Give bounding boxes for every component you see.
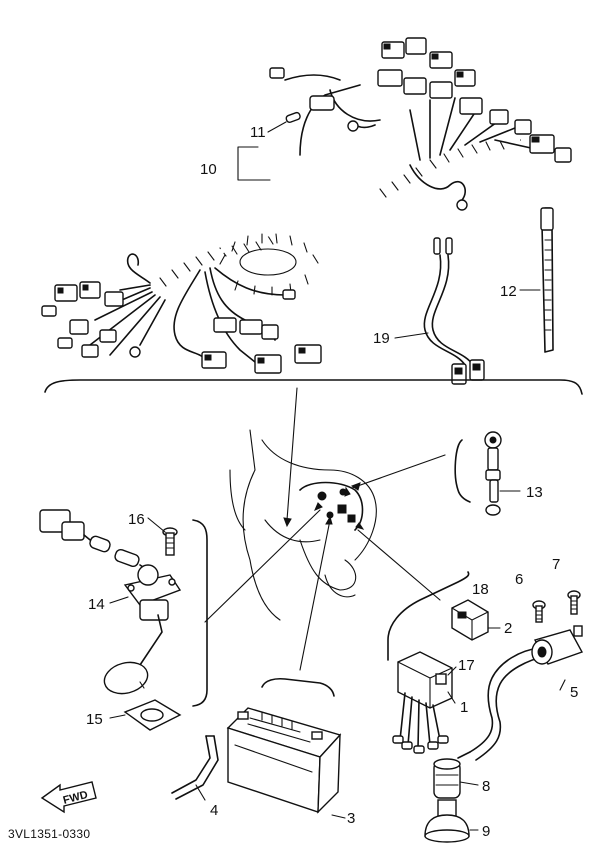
frame-outline (229, 429, 377, 621)
callout-4: 4 (210, 802, 218, 819)
callout-5: 5 (570, 684, 578, 701)
relay-part-2 (451, 599, 489, 641)
connector-cluster-bottom (173, 267, 322, 374)
callout-14: 14 (88, 596, 105, 613)
callout-13: 13 (526, 484, 543, 501)
callout-3: 3 (347, 810, 355, 827)
callout-16: 16 (128, 511, 145, 528)
rectifier-bracket (387, 571, 470, 661)
spark-plug-cap-cover-part-9 (424, 799, 470, 843)
callout-leaders (109, 121, 566, 831)
bolt-part-16 (162, 527, 178, 556)
fuel-sender-bracket (192, 519, 208, 707)
connector-cluster-top-right (377, 37, 572, 163)
callout-8: 8 (482, 778, 490, 795)
main-wire-harness (41, 37, 572, 374)
connector-cluster-left (41, 253, 166, 358)
callout-1: 1 (460, 699, 468, 716)
cable-tie-part-12 (540, 207, 554, 353)
screw-part-6 (532, 600, 546, 623)
callout-12: 12 (500, 283, 517, 300)
main-switch-part-13 (454, 431, 502, 516)
callout-9: 9 (482, 823, 490, 840)
callout-6: 6 (515, 571, 523, 588)
callout-15: 15 (86, 711, 103, 728)
callout-11: 11 (250, 124, 266, 141)
callout-labels: 10 11 12 19 13 16 14 15 4 3 1 17 18 2 6 … (86, 124, 578, 840)
fuel-sender-part-14 (39, 509, 182, 695)
callout-7: 7 (552, 556, 560, 573)
leader-lines (204, 387, 446, 671)
callout-10: 10 (200, 161, 217, 178)
sub-lead-part-19 (423, 237, 485, 385)
battery-part-3 (226, 707, 342, 814)
ignition-coil-part-5 (469, 625, 584, 761)
screw-part-7 (567, 590, 581, 615)
callout-2: 2 (504, 620, 512, 637)
battery-band-part-4 (171, 735, 219, 800)
callout-17: 17 (458, 657, 475, 674)
plug-cap-part-8 (433, 751, 471, 799)
rectifier-part-1 (392, 651, 453, 754)
top-group-bracket (44, 379, 583, 395)
gasket-part-15 (123, 699, 182, 731)
battery-bracket (261, 677, 335, 697)
callout-19: 19 (373, 330, 390, 347)
fuse-part-11 (285, 111, 301, 124)
forward-direction-arrow: FWD (40, 781, 97, 814)
diagram-code: 3VL1351-0330 (8, 827, 90, 841)
callout-18: 18 (472, 581, 489, 598)
